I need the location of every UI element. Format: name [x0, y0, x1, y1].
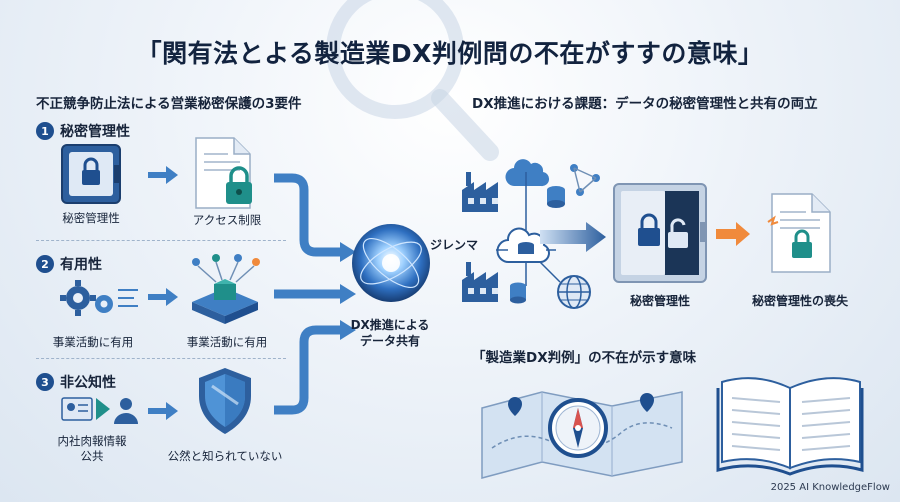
requirement-1-label-a: 秘密管理性 [62, 211, 120, 225]
requirement-1-label-b: アクセス制限 [192, 213, 262, 227]
gears-icon [60, 280, 138, 316]
open-book-icon [716, 377, 864, 476]
split-safe-icon [613, 183, 707, 283]
arrow-right-icon [148, 166, 178, 184]
requirement-2-title: 2 有用性 [36, 254, 102, 274]
requirement-3-label: 非公知性 [60, 375, 116, 391]
arrow-right-icon [148, 288, 178, 306]
requirement-2-label-a: 事業活動に有用 [52, 335, 134, 349]
divider [36, 358, 286, 359]
dilemma-label: ジレンマ [430, 238, 479, 252]
requirement-3-number: 3 [36, 373, 54, 391]
right-sub-heading: 「製造業DX判例」の不在が示す意味 [472, 350, 697, 366]
orange-arrow-icon [716, 222, 750, 246]
requirement-1-label: 秘密管理性 [60, 124, 130, 140]
right-heading: DX推進における課題：データの秘密管理性と共有の両立 [472, 96, 818, 112]
map-compass-icon [481, 391, 683, 479]
footer-credit: 2025 AI KnowledgeFlow [770, 482, 890, 493]
center-label-line2: データ共有 [359, 334, 420, 348]
requirement-2-label: 有用性 [60, 257, 102, 273]
requirement-3-title: 3 非公知性 [36, 372, 116, 392]
requirement-1-title: 1 秘密管理性 [36, 121, 130, 141]
magnifier-watermark-icon [326, 0, 499, 161]
divider [36, 240, 286, 241]
shield-icon [199, 368, 251, 434]
page-title: 「関有法とよる製造業DX判例問の不在がすすの意味」 [136, 39, 764, 68]
factory-network-cluster [462, 159, 600, 309]
left-heading: 不正競争防止法による営業秘密保護の3要件 [36, 96, 302, 112]
requirement-3-label-a: 内社肉報情報 [57, 434, 127, 448]
right-label-managed: 秘密管理性 [629, 294, 690, 308]
requirement-2-number: 2 [36, 255, 54, 273]
locked-document-icon [195, 137, 252, 209]
right-label-lost: 秘密管理性の喪失 [751, 294, 848, 308]
center-label-line1: DX推進による [350, 318, 430, 332]
arrow-right-icon [540, 222, 606, 252]
data-sharing-orb-icon [352, 224, 430, 302]
data-box-icon [192, 254, 260, 324]
safe-icon [61, 144, 121, 204]
arrow-right-icon [148, 402, 178, 420]
id-card-person-icon [61, 397, 138, 424]
requirement-3-label-a2: 公共 [80, 449, 104, 463]
factory-icon [462, 172, 498, 212]
requirement-1-number: 1 [36, 122, 54, 140]
broken-document-icon [767, 193, 831, 273]
convergence-arrows [274, 173, 356, 415]
requirement-2-label-b: 事業活動に有用 [186, 335, 268, 349]
requirement-3-label-b: 公然と知られていない [167, 449, 283, 463]
